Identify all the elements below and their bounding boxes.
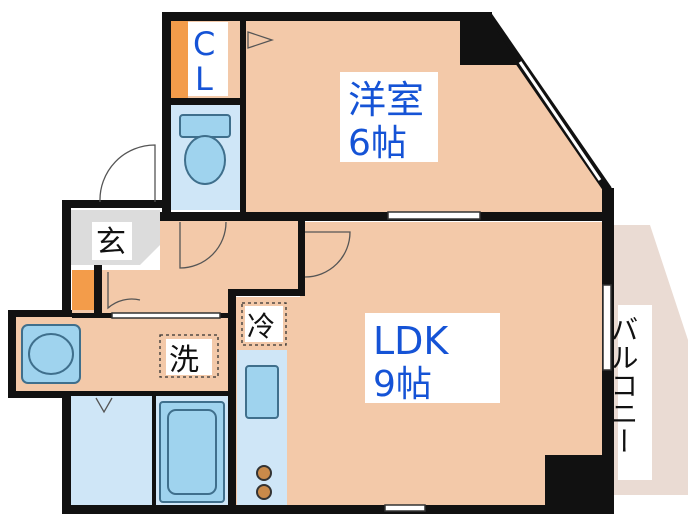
wall-hall-kitchen	[228, 289, 305, 296]
wash-basin-bowl	[28, 333, 74, 375]
window-balcony	[602, 284, 612, 371]
door-entrance	[99, 144, 156, 203]
wall-entrance-hall	[94, 265, 102, 315]
wall-bath-divider	[152, 396, 156, 508]
wall-closet-toilet	[170, 98, 242, 105]
entrance-label-bg	[92, 222, 132, 260]
wall-left-closet	[162, 12, 171, 212]
door-toilet	[179, 221, 227, 269]
pillar-bottom-right	[545, 455, 610, 513]
wall-left-bath	[62, 393, 71, 514]
bathtub-basin	[167, 409, 217, 495]
washroom-label: 洗	[169, 343, 199, 378]
western-room-size: 6帖	[348, 123, 407, 164]
wall-western-left	[240, 20, 246, 215]
window-bottom	[384, 504, 426, 512]
wall-wash-top	[8, 310, 72, 317]
ldk-size: 9帖	[373, 364, 432, 405]
door-bath	[95, 397, 113, 414]
door-closet	[247, 31, 275, 49]
fridge-label: 冷	[247, 310, 275, 343]
closet-door-panel	[170, 20, 188, 100]
window-wash-hall	[111, 312, 221, 319]
fridge-space	[241, 302, 287, 346]
balcony-label: バルコニー	[607, 315, 640, 455]
entrance-label: 玄	[96, 225, 126, 260]
western-room-label-bg	[340, 72, 438, 162]
washer-space	[159, 334, 219, 378]
fridge-label-bg	[245, 306, 283, 342]
door-ldk	[304, 231, 351, 278]
toilet-tank	[179, 114, 231, 138]
shoe-closet	[72, 270, 94, 310]
wall-entrance-top	[62, 200, 166, 208]
western-room-name: 洋室	[348, 78, 424, 122]
wall-left-entrance	[62, 202, 71, 315]
wall-kitchen-left	[228, 290, 236, 510]
wall-top	[162, 12, 492, 21]
ldk-name: LDK	[373, 319, 449, 363]
closet-label-l: L	[195, 60, 213, 98]
window-diagonal	[518, 61, 602, 181]
wall-wash-bottom	[8, 391, 70, 398]
balcony-label-bg	[618, 305, 652, 480]
wall-hall-right	[298, 220, 305, 295]
ldk-label-bg	[365, 313, 500, 403]
closet-label-c: C	[193, 25, 215, 63]
wall-left-wash	[8, 310, 16, 398]
stove-burner-1	[256, 465, 272, 481]
stove-burner-2	[256, 484, 272, 500]
wall-wash-bath	[70, 391, 230, 396]
kitchen-sink	[245, 365, 279, 419]
wall-bottom	[62, 505, 614, 514]
window-western-room	[387, 211, 481, 220]
closet-label-bg	[188, 22, 228, 96]
toilet-bowl	[184, 135, 226, 185]
door-wash	[107, 272, 141, 310]
pillar-top-right	[460, 20, 520, 65]
washroom-label-bg	[166, 339, 212, 375]
wall-western-bottom	[160, 212, 608, 221]
